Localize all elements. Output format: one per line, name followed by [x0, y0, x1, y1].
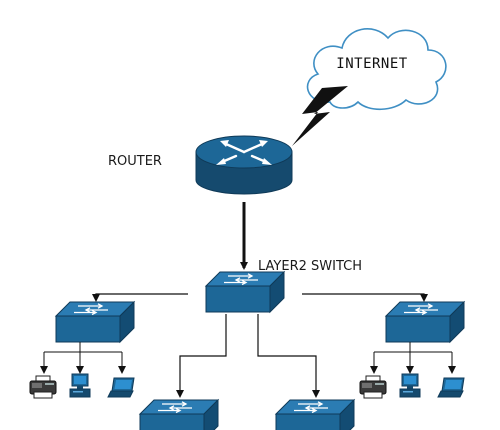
- lightning-icon: [292, 86, 348, 146]
- fax-printer-icon: [29, 375, 57, 399]
- link-left-access: [92, 293, 188, 302]
- router-icon: [195, 135, 293, 195]
- bottom-left-access-switch-icon: [139, 399, 219, 430]
- desktop-computer-icon: [69, 373, 91, 398]
- link-bottom-left-access: [176, 314, 227, 398]
- right-access-switch-icon: [385, 301, 465, 343]
- desktop-computer-icon: [399, 373, 421, 398]
- link-bottom-right-access: [257, 314, 320, 398]
- router-label: ROUTER: [108, 154, 162, 169]
- laptop-icon: [437, 377, 465, 398]
- link-right-access: [302, 293, 428, 302]
- internet-label: INTERNET: [336, 56, 408, 72]
- laptop-icon: [107, 377, 135, 398]
- bottom-right-access-switch-icon: [275, 399, 355, 430]
- fax-printer-icon: [359, 375, 387, 399]
- core-switch-icon: [205, 271, 285, 313]
- left-access-switch-icon: [55, 301, 135, 343]
- core-switch-label: LAYER2 SWITCH: [258, 259, 362, 274]
